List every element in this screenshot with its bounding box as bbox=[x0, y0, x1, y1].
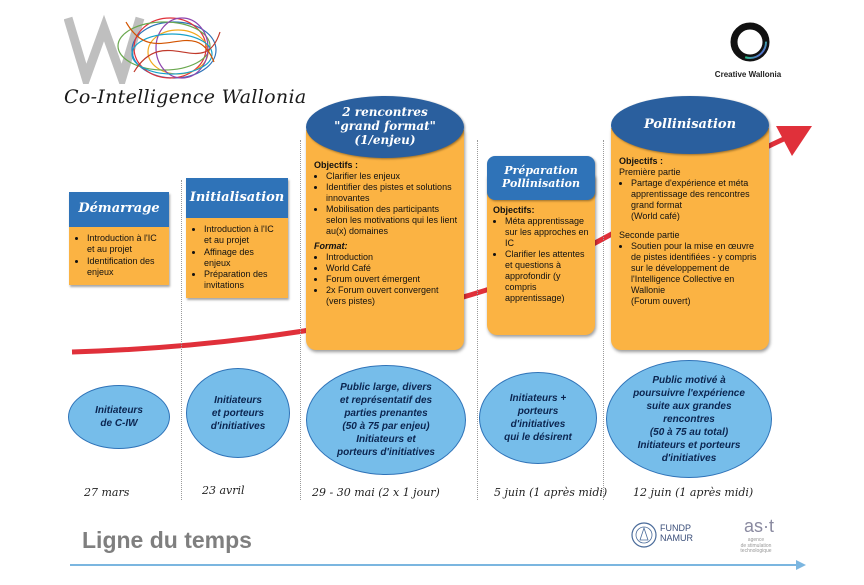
date-label: 5 juin (1 après midi) bbox=[494, 486, 608, 499]
phase-demarrage-body: Introduction à l'IC et au projet Identif… bbox=[69, 227, 169, 285]
objectifs-label: Objectifs : bbox=[619, 156, 664, 166]
list-item: 2x Forum ouvert convergent (vers pistes) bbox=[326, 285, 458, 307]
audience-text: Initiateurs et porteurs d'initiatives bbox=[210, 394, 266, 432]
ast-logo-subtitle: agence de stimulation technologique bbox=[740, 537, 772, 554]
audience-oval-4: Initiateurs + porteurs d'initiatives qui… bbox=[479, 372, 597, 464]
date-label: 23 avril bbox=[202, 484, 245, 497]
timeline-separator bbox=[477, 140, 478, 500]
fundp-logo-label: FUNDP NAMUR bbox=[660, 523, 693, 543]
audience-oval-3: Public large, divers et représentatif de… bbox=[306, 365, 466, 475]
phase-preparation-body: Objectifs: Méta apprentissage sur les ap… bbox=[487, 175, 595, 335]
format-label: Format: bbox=[314, 240, 348, 251]
list-item: Introduction à l'IC et au projet bbox=[204, 224, 282, 247]
date-label: 29 - 30 mai (2 x 1 jour) bbox=[312, 486, 440, 499]
phase-initialisation-body: Introduction à l'IC et au projet Affinag… bbox=[186, 218, 288, 298]
creative-wallonia-ring-icon bbox=[730, 22, 770, 62]
audience-text: Initiateurs + porteurs d'initiatives qui… bbox=[504, 393, 572, 443]
part1-note: (World café) bbox=[631, 210, 680, 221]
list-item: Partage d'expérience et méta apprentissa… bbox=[631, 178, 763, 211]
phase-demarrage-title: Démarrage bbox=[69, 192, 169, 227]
list-item: Introduction bbox=[326, 252, 458, 263]
list-item: Identifier des pistes et solutions innov… bbox=[326, 182, 458, 204]
list-item: World Café bbox=[326, 263, 458, 274]
footer-arrow-line bbox=[70, 560, 806, 570]
phase-pollinisation-body: Objectifs : Première partie Partage d'ex… bbox=[611, 128, 769, 350]
timeline-separator bbox=[300, 140, 301, 500]
part1-label: Première partie bbox=[619, 166, 681, 177]
part2-note: (Forum ouvert) bbox=[631, 295, 691, 306]
timeline-separator bbox=[181, 180, 182, 500]
audience-oval-5: Public motivé à poursuivre l'expérience … bbox=[606, 360, 772, 478]
list-item: Préparation des invitations bbox=[204, 269, 282, 292]
audience-oval-1: Initiateurs de C-IW bbox=[68, 385, 170, 449]
date-label: 27 mars bbox=[84, 486, 130, 499]
audience-oval-2: Initiateurs et porteurs d'initiatives bbox=[186, 368, 290, 458]
part2-label: Seconde partie bbox=[619, 229, 680, 240]
phase-rencontres-title: 2 rencontres "grand format" (1/enjeu) bbox=[306, 96, 464, 158]
objectifs-label: Objectifs: bbox=[493, 205, 535, 215]
phase-rencontres-body: Objectifs : Clarifier les enjeux Identif… bbox=[306, 130, 464, 350]
list-item: Soutien pour la mise en œuvre de pistes … bbox=[631, 241, 763, 296]
phase-initialisation-title: Initialisation bbox=[186, 178, 288, 218]
ast-logo-label: as·t bbox=[744, 516, 775, 536]
co-intelligence-logo-graphic bbox=[64, 14, 221, 84]
list-item: Clarifier les enjeux bbox=[326, 171, 458, 182]
objectifs-label: Objectifs : bbox=[314, 160, 359, 170]
fundp-seal-icon bbox=[631, 522, 657, 548]
list-item: Identification des enjeux bbox=[87, 256, 163, 279]
phase-pollinisation-title: Pollinisation bbox=[611, 96, 769, 154]
timeline-title: Ligne du temps bbox=[82, 527, 252, 553]
list-item: Introduction à l'IC et au projet bbox=[87, 233, 163, 256]
audience-text: Public motivé à poursuivre l'expérience … bbox=[633, 374, 745, 464]
list-item: Méta apprentissage sur les approches en … bbox=[505, 216, 590, 249]
list-item: Mobilisation des participants selon les … bbox=[326, 204, 458, 237]
audience-text: Public large, divers et représentatif de… bbox=[337, 382, 435, 458]
timeline-separator bbox=[603, 140, 604, 500]
creative-wallonia-label: Creative Wallonia bbox=[714, 70, 782, 79]
list-item: Affinage des enjeux bbox=[204, 247, 282, 270]
list-item: Forum ouvert émergent bbox=[326, 274, 458, 285]
logo-wordmark: Co-Intelligence Wallonia bbox=[64, 86, 307, 108]
list-item: Clarifier les attentes et questions à ap… bbox=[505, 249, 590, 304]
audience-text: Initiateurs de C-IW bbox=[95, 405, 143, 429]
phase-preparation-title: Préparation Pollinisation bbox=[487, 156, 595, 200]
date-label: 12 juin (1 après midi) bbox=[633, 486, 754, 499]
